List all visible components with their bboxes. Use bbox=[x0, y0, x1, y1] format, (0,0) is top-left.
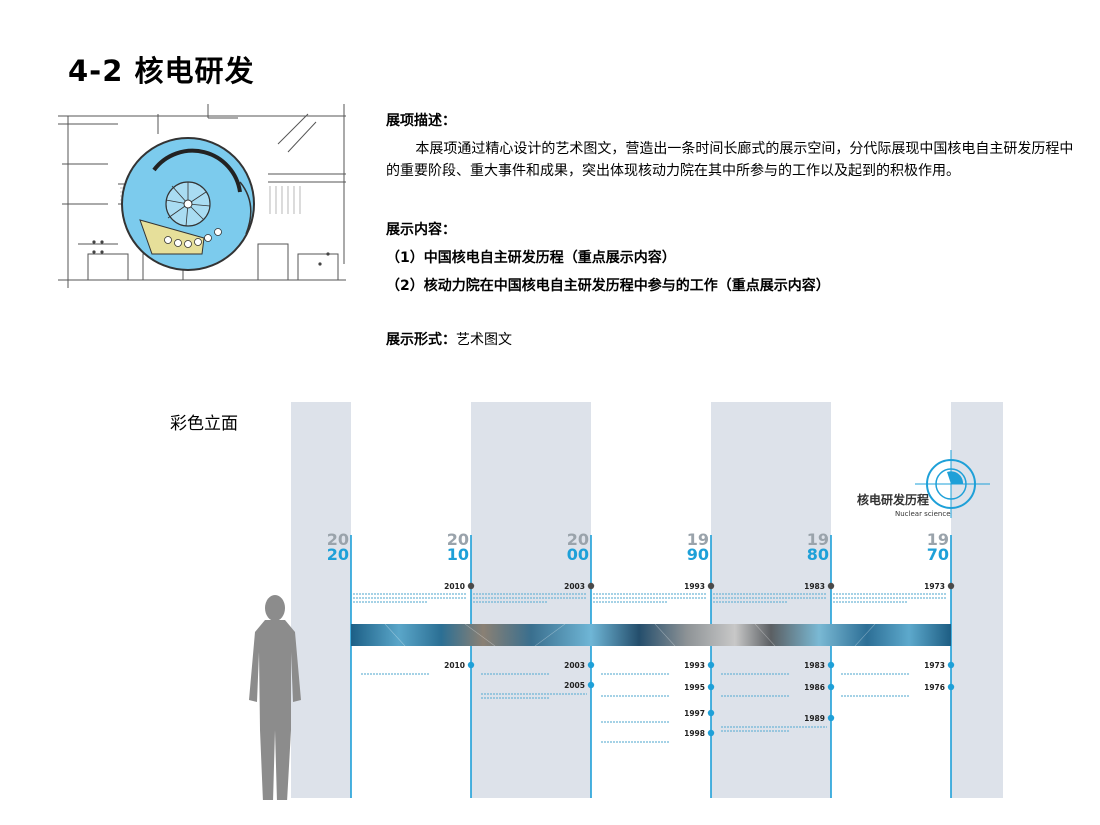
event-year: 1993 bbox=[684, 582, 705, 591]
event-year: 1989 bbox=[804, 714, 825, 723]
nuclear-logo-icon bbox=[915, 450, 990, 518]
description-text: 本展项通过精心设计的艺术图文，营造出一条时间长廊式的展示空间，分代际展现中国核电… bbox=[386, 141, 1074, 179]
description-block: 展项描述： 本展项通过精心设计的艺术图文，营造出一条时间长廊式的展示空间，分代际… bbox=[386, 110, 1086, 182]
panel bbox=[471, 402, 591, 798]
decade-top: 20 bbox=[567, 530, 589, 549]
decade-top: 20 bbox=[447, 530, 469, 549]
panel bbox=[711, 402, 831, 798]
description-heading: 展项描述： bbox=[386, 113, 456, 129]
content-heading: 展示内容： bbox=[386, 222, 456, 238]
event-year: 1976 bbox=[924, 683, 945, 692]
form-block: 展示形式：艺术图文 bbox=[386, 329, 512, 351]
event-dot bbox=[707, 683, 715, 691]
event-dot bbox=[707, 661, 715, 669]
decade-top: 19 bbox=[687, 530, 709, 549]
event-year: 1997 bbox=[684, 709, 705, 718]
color-elevation-drawing: 核电研发历程 Nuclear science 20202010200019901… bbox=[249, 402, 1003, 800]
content-block: 展示内容： （1）中国核电自主研发历程（重点展示内容） （2）核动力院在中国核电… bbox=[386, 219, 1086, 297]
event-dot bbox=[827, 582, 835, 590]
event-year: 2003 bbox=[564, 661, 585, 670]
floor-plan-drawing bbox=[58, 104, 346, 288]
decade-top: 19 bbox=[807, 530, 829, 549]
event-dot bbox=[587, 661, 595, 669]
human-silhouette bbox=[249, 595, 301, 800]
event-year: 2010 bbox=[444, 661, 465, 670]
page-title: 4-2 核电研发 bbox=[68, 54, 255, 88]
event-year: 2005 bbox=[564, 681, 585, 690]
decade-bottom: 90 bbox=[687, 545, 709, 564]
decade-bottom: 20 bbox=[327, 545, 349, 564]
event-year: 1998 bbox=[684, 729, 705, 738]
event-year: 1973 bbox=[924, 582, 945, 591]
event-year: 1986 bbox=[804, 683, 825, 692]
event-dot bbox=[467, 661, 475, 669]
event-dot bbox=[707, 729, 715, 737]
event-dot bbox=[947, 582, 955, 590]
decade-top: 20 bbox=[327, 530, 349, 549]
content-item-1: （1）中国核电自主研发历程（重点展示内容） bbox=[386, 250, 676, 266]
event-dot bbox=[827, 714, 835, 722]
event-year: 1973 bbox=[924, 661, 945, 670]
photo-strip bbox=[351, 624, 951, 646]
decade-bottom: 10 bbox=[447, 545, 469, 564]
event-dot bbox=[947, 683, 955, 691]
event-dot bbox=[827, 661, 835, 669]
content-item-2: （2）核动力院在中国核电自主研发历程中参与的工作（重点展示内容） bbox=[386, 278, 830, 294]
event-dot bbox=[587, 582, 595, 590]
event-year: 2010 bbox=[444, 582, 465, 591]
decade-bottom: 80 bbox=[807, 545, 829, 564]
event-year: 1995 bbox=[684, 683, 705, 692]
event-dot bbox=[947, 661, 955, 669]
event-dot bbox=[827, 683, 835, 691]
event-dot bbox=[587, 681, 595, 689]
decade-bottom: 70 bbox=[927, 545, 949, 564]
event-year: 1993 bbox=[684, 661, 705, 670]
form-value: 艺术图文 bbox=[456, 332, 512, 348]
decade-top: 19 bbox=[927, 530, 949, 549]
event-dot bbox=[707, 582, 715, 590]
logo-title: 核电研发历程 bbox=[857, 492, 929, 507]
form-heading: 展示形式： bbox=[386, 332, 456, 348]
elevation-label: 彩色立面 bbox=[170, 414, 238, 434]
event-year: 1983 bbox=[804, 661, 825, 670]
event-year: 2003 bbox=[564, 582, 585, 591]
logo-subtitle: Nuclear science bbox=[895, 510, 951, 518]
panel bbox=[951, 402, 1003, 798]
event-dot bbox=[467, 582, 475, 590]
event-year: 1983 bbox=[804, 582, 825, 591]
panel bbox=[291, 402, 351, 798]
decade-bottom: 00 bbox=[567, 545, 589, 564]
event-dot bbox=[707, 709, 715, 717]
